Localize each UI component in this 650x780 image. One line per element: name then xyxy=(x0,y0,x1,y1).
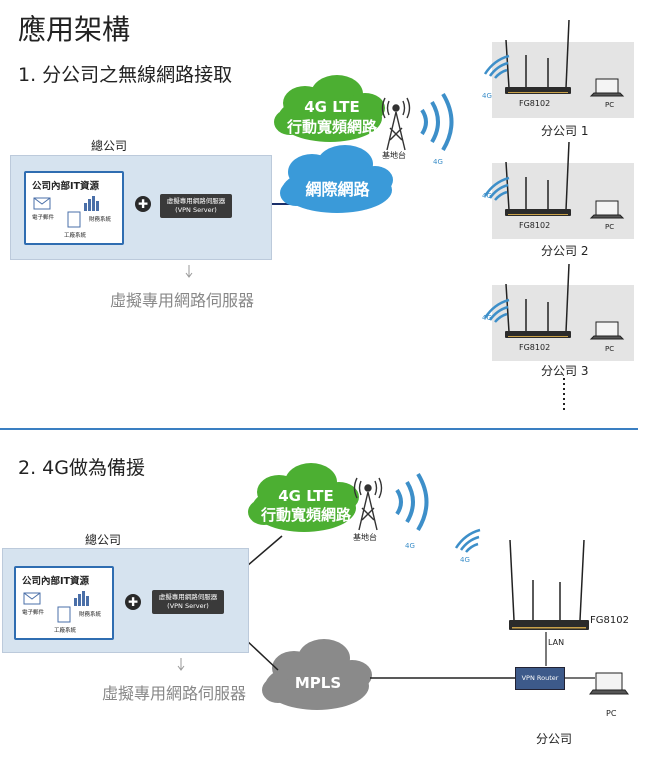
document-icon xyxy=(67,211,81,228)
section-divider xyxy=(0,428,638,430)
vpn-server-line2: (VPN Server) xyxy=(175,206,217,214)
branch-3-label: 分公司 3 xyxy=(541,364,589,378)
branch-s2-lan: LAN xyxy=(548,638,565,647)
signal-arcs-1 xyxy=(420,92,454,152)
branch-2-router: FG8102 xyxy=(519,221,551,230)
email-label-2: 電子郵件 xyxy=(22,610,45,616)
email-icon-2 xyxy=(23,592,41,605)
vpn-server-line1: 虛擬專用網路伺服器 xyxy=(166,197,226,205)
vpn-server-2: 虛擬專用網路伺服器 (VPN Server) xyxy=(152,590,224,614)
chart-icon-2 xyxy=(74,591,89,606)
base-station-label-2: 基地台 xyxy=(353,533,377,542)
lte-cloud-2-line1: 4G LTE xyxy=(278,487,334,505)
mpls-cloud xyxy=(262,639,372,710)
internet-cloud-label: 網際網路 xyxy=(305,180,370,199)
branch-3-pc: PC xyxy=(605,345,615,353)
lte-cloud-line1: 4G LTE xyxy=(304,98,360,116)
branch-3-signal: 4G xyxy=(482,314,492,322)
base-station-tower-2 xyxy=(353,477,383,531)
vpn-router-box: VPN Router xyxy=(515,667,565,690)
branch-1-router: FG8102 xyxy=(519,99,551,108)
signal-4g-label-2: 4G xyxy=(405,542,415,550)
internet-cloud xyxy=(280,145,393,213)
page-title: 應用架構 xyxy=(18,13,131,46)
branch-signal-icons xyxy=(454,54,510,553)
it-resources-title: 公司內部IT資源 xyxy=(32,181,100,192)
branch-2-label: 分公司 2 xyxy=(541,244,589,258)
mpls-label: MPLS xyxy=(294,674,342,692)
base-station-tower-1 xyxy=(381,97,411,151)
finance-label: 財務系統 xyxy=(89,217,112,223)
vpn-caption-2: 虛擬專用網路伺服器 xyxy=(102,684,247,703)
hq-label-1: 總公司 xyxy=(91,139,128,153)
branch-3-router: FG8102 xyxy=(519,343,551,352)
it-resources-box-2: 公司內部IT資源 電子郵件 財務系統 工廠系統 xyxy=(14,566,114,640)
lte-cloud-2 xyxy=(248,463,359,532)
vpn-server-line1-2: 虛擬專用網路伺服器 xyxy=(158,593,218,601)
base-station-label-1: 基地台 xyxy=(382,151,406,160)
signal-4g-label-1: 4G xyxy=(433,158,443,166)
branch-1-signal: 4G xyxy=(482,92,492,100)
lte-cloud-1 xyxy=(274,75,385,142)
branch-1-pc: PC xyxy=(605,101,615,109)
branch-s2-label: 分公司 xyxy=(536,732,573,746)
branch-s2-router: FG8102 xyxy=(590,615,629,626)
chart-icon xyxy=(84,196,99,211)
branch-1-label: 分公司 1 xyxy=(541,124,589,138)
plus-connector-icon-2: ✚ xyxy=(125,594,141,610)
vpn-caption-1: 虛擬專用網路伺服器 xyxy=(110,291,255,310)
plus-connector-icon: ✚ xyxy=(135,196,151,212)
vpn-server-line2-2: (VPN Server) xyxy=(167,602,209,610)
signal-arcs-2 xyxy=(395,472,429,532)
branch-2-pc: PC xyxy=(605,223,615,231)
branch-2-signal: 4G xyxy=(482,192,492,200)
lte-cloud-line2: 行動寬頻網路 xyxy=(286,118,377,136)
it-resources-box-1: 公司內部IT資源 電子郵件 財務系統 工廠系統 xyxy=(24,171,124,245)
finance-label-2: 財務系統 xyxy=(79,612,102,618)
laptop-icons xyxy=(589,78,629,695)
section1-title: 1. 分公司之無線網路接取 xyxy=(18,64,233,86)
vpn-server-1: 虛擬專用網路伺服器 (VPN Server) xyxy=(160,194,232,218)
email-label: 電子郵件 xyxy=(32,215,55,221)
erp-label: 工廠系統 xyxy=(64,233,87,239)
hq-label-2: 總公司 xyxy=(85,533,122,547)
erp-label-2: 工廠系統 xyxy=(54,628,77,634)
document-icon-2 xyxy=(57,606,71,623)
email-icon xyxy=(33,197,51,210)
branch-s2-pc: PC xyxy=(606,709,617,718)
lte-cloud-2-line2: 行動寬頻網路 xyxy=(260,506,351,524)
section2-title: 2. 4G做為備援 xyxy=(18,457,145,479)
it-resources-title-2: 公司內部IT資源 xyxy=(22,576,90,587)
branch-s2-signal: 4G xyxy=(460,556,470,564)
